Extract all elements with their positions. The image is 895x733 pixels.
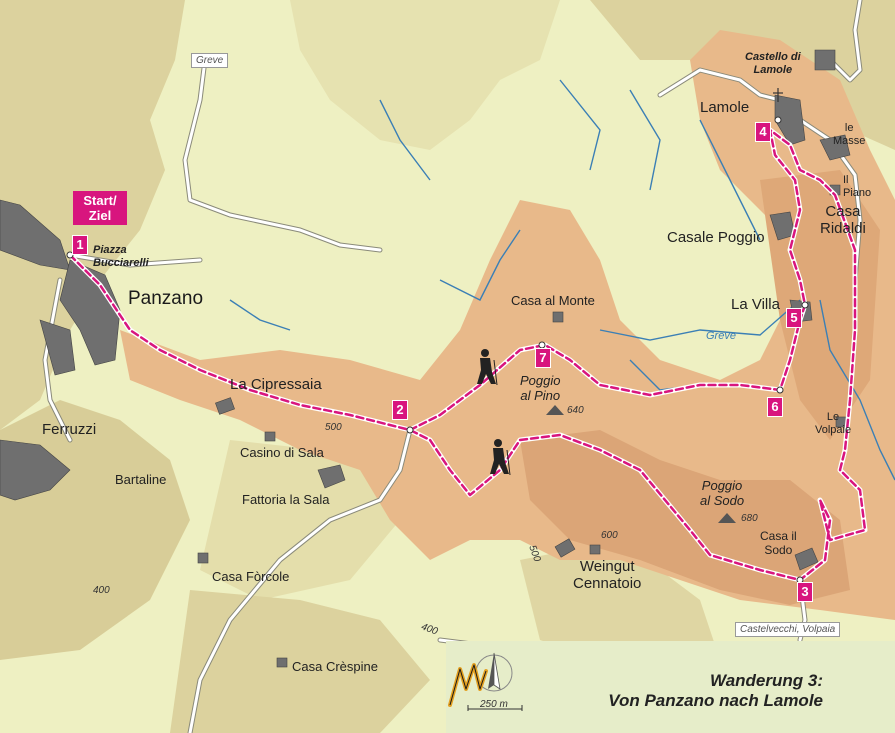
elevation-label: 400 xyxy=(93,585,110,596)
place-le-volpaie: Le Volpaie xyxy=(815,411,852,436)
elevation-label: 600 xyxy=(601,530,618,541)
place-la-villa: La Villa xyxy=(731,296,780,313)
place-la-cipressaia: La Cipressaia xyxy=(230,376,322,393)
place-poggio-al-sodo: Poggio al Sodo xyxy=(700,478,745,508)
place-casa-crespine: Casa Crèspine xyxy=(292,659,378,674)
place-weingut-cennatoio: Weingut Cennatoio xyxy=(573,558,642,592)
publisher-logo-icon xyxy=(448,663,488,707)
place-panzano: Panzano xyxy=(128,288,204,309)
river-label-greve: Greve xyxy=(706,330,736,342)
waypoint-marker-1: 1 xyxy=(72,235,88,255)
map-title-line2: Von Panzano nach Lamole xyxy=(608,691,823,710)
summit-icon-pino xyxy=(546,405,564,415)
map-title: Wanderung 3: Von Panzano nach Lamole xyxy=(608,671,823,711)
legend-panel: 250 m Wanderung 3: Von Panzano nach Lamo… xyxy=(446,641,895,733)
place-le-masse: le Masse xyxy=(833,122,866,147)
place-casino-di-sala: Casino di Sala xyxy=(240,445,324,460)
elevation-label: 500 xyxy=(325,422,342,433)
hiker-icon xyxy=(490,439,511,476)
place-lamole: Lamole xyxy=(700,99,750,116)
place-bartaline: Bartaline xyxy=(115,472,167,487)
waypoint-marker-6: 6 xyxy=(767,397,783,417)
place-poggio-al-pino: Poggio al Pino xyxy=(520,373,561,403)
waypoint-marker-4: 4 xyxy=(755,122,771,142)
road-label-castelvecchi: Castelvecchi, Volpaia xyxy=(735,622,841,637)
place-casa-ridaldi: Casa Ridaldi xyxy=(820,203,866,237)
church-icon xyxy=(773,88,783,102)
road-label-greve: Greve xyxy=(191,53,229,68)
place-fattoria-la-sala: Fattoria la Sala xyxy=(242,492,330,507)
place-casa-forcole: Casa Fòrcole xyxy=(212,569,290,584)
elevation-label: 680 xyxy=(741,513,758,524)
place-il-piano: Il Piano xyxy=(843,174,872,199)
place-castello-di-lamole: Castello di Lamole xyxy=(745,51,801,76)
place-casa-al-monte: Casa al Monte xyxy=(511,293,595,308)
scale-label: 250 m xyxy=(480,699,508,710)
north-arrow-icon xyxy=(467,652,523,711)
elevation-label: 640 xyxy=(567,405,584,416)
waypoint-marker-7: 7 xyxy=(535,348,551,368)
waypoint-marker-3: 3 xyxy=(797,582,813,602)
waypoint-marker-2: 2 xyxy=(392,400,408,420)
start-end-label: Start/ Ziel xyxy=(73,191,127,225)
waypoint-marker-5: 5 xyxy=(786,308,802,328)
place-piazza-bucciarelli: Piazza Bucciarelli xyxy=(93,244,149,269)
place-casa-il-sodo: Casa il Sodo xyxy=(760,529,797,557)
map-title-line1: Wanderung 3: xyxy=(709,671,823,690)
place-ferruzzi: Ferruzzi xyxy=(42,421,97,438)
place-casale-poggio: Casale Poggio xyxy=(667,229,765,246)
summit-icon-sodo xyxy=(718,513,736,523)
hiker-icon xyxy=(477,349,498,386)
